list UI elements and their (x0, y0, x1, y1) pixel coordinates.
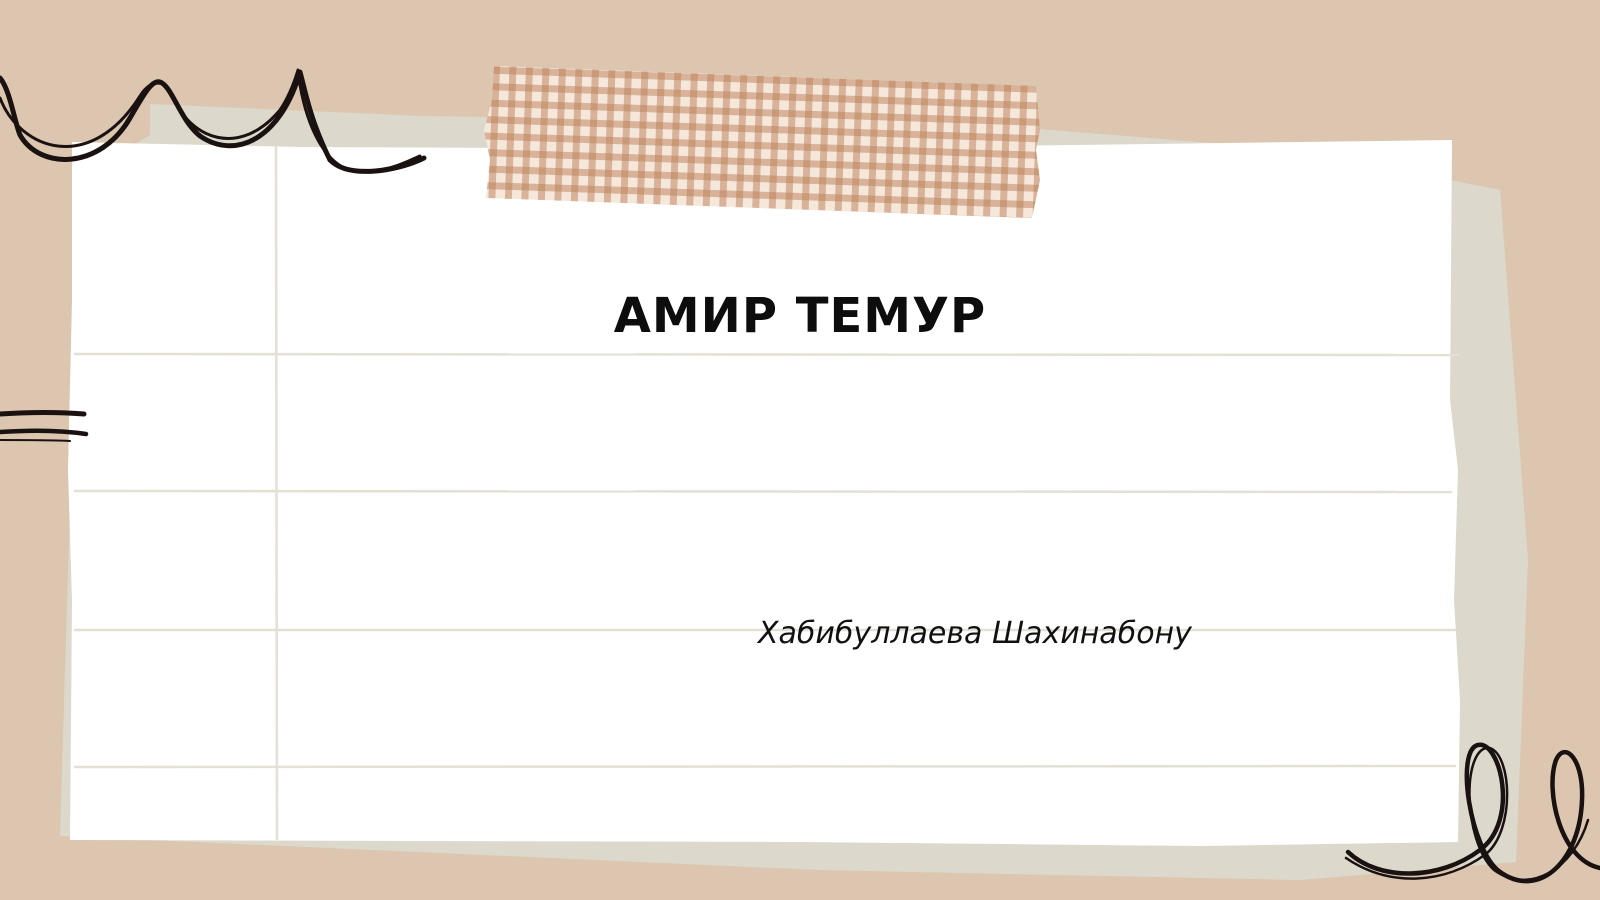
loop-scribble-icon (1344, 742, 1600, 884)
double-dash-scribble-icon (0, 410, 89, 442)
slide-title: АМИР ТЕМУР (613, 288, 987, 344)
ruled-lines (73, 352, 1461, 769)
paper-sheet (68, 140, 1460, 846)
gingham-washi-tape (484, 66, 1040, 218)
margin-line (274, 145, 279, 841)
author-name: Хабибуллаева Шахинабону (758, 616, 1192, 651)
scallop-scribble-icon (0, 68, 427, 174)
